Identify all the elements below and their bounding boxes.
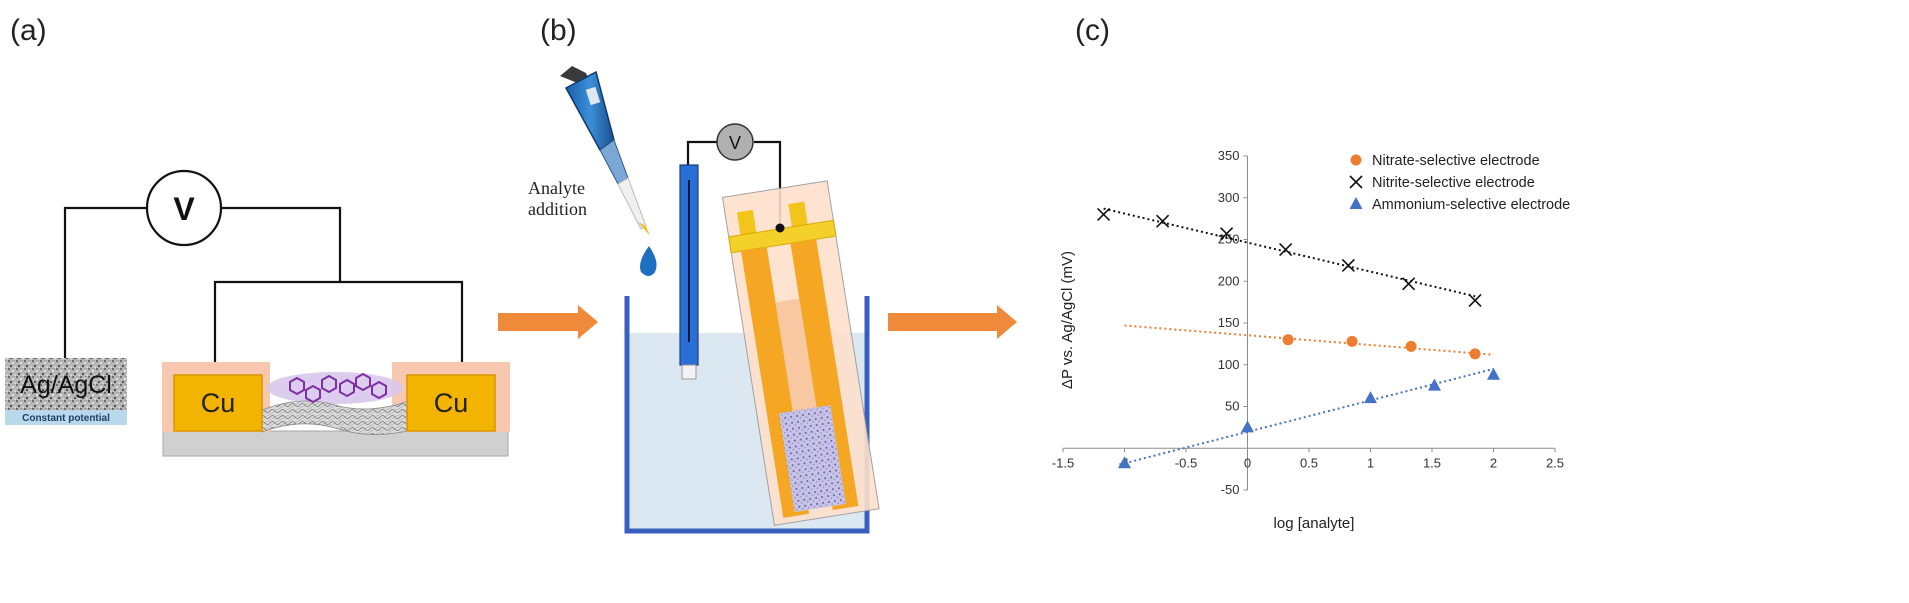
- copper-right-label: Cu: [434, 388, 469, 418]
- ionophore-molecules: [289, 372, 387, 404]
- data-point-triangle: [1364, 391, 1377, 404]
- panel-b-label: (b): [540, 14, 577, 47]
- legend-marker-x: [1349, 175, 1363, 189]
- panel-c: (c) -1.5-1-0.500.511.522.5-5050100150200…: [1052, 14, 1570, 532]
- reference-electrode-rod: [679, 164, 699, 380]
- reference-electrode: Ag/AgCl Constant potential: [5, 358, 127, 425]
- x-tick-label: 0.5: [1300, 455, 1318, 470]
- data-point-x: [1156, 214, 1170, 228]
- y-tick-label: 150: [1218, 315, 1240, 330]
- copper-left-label: Cu: [201, 388, 236, 418]
- arrow-a-to-b: [498, 305, 598, 339]
- drop-icon: [640, 246, 657, 276]
- beaker: [624, 296, 870, 534]
- x-tick-label: 1: [1367, 455, 1374, 470]
- trendline-circle: [1124, 324, 1494, 356]
- wire-b-left: [686, 140, 717, 167]
- data-point-triangle: [1241, 420, 1254, 433]
- data-point-circle: [1469, 348, 1481, 360]
- ref-caption: Constant potential: [22, 413, 110, 424]
- y-axis-title: ΔP vs. Ag/AgCl (mV): [1059, 251, 1076, 389]
- data-point-x: [1341, 258, 1355, 272]
- legend-label: Ammonium-selective electrode: [1372, 197, 1570, 213]
- x-tick-label: 0: [1244, 455, 1251, 470]
- data-point-triangle: [1487, 367, 1500, 380]
- data-point-x: [1468, 293, 1482, 308]
- y-tick-label: 100: [1218, 357, 1240, 372]
- x-tick-label: 2.5: [1546, 455, 1564, 470]
- contact-dot: [775, 223, 785, 233]
- panel-a-label: (a): [10, 14, 47, 47]
- legend-marker-circle: [1350, 154, 1362, 166]
- data-point-x: [1279, 242, 1293, 257]
- ref-caption-strip: [5, 410, 127, 425]
- y-tick-label: 50: [1225, 399, 1239, 414]
- data-point-x: [1402, 277, 1416, 291]
- voltmeter-b-symbol: V: [729, 133, 741, 153]
- y-tick-label: 250: [1218, 232, 1240, 247]
- y-tick-label: 350: [1218, 148, 1240, 163]
- wire-contacts: [213, 280, 464, 362]
- pipette-icon: [560, 66, 650, 236]
- x-tick-label: 2: [1490, 455, 1497, 470]
- panel-a: (a) V Ag/AgCl Constant potential: [5, 14, 510, 457]
- panel-c-label: (c): [1075, 14, 1110, 47]
- panel-b: (b) Analyte addition V: [528, 14, 880, 534]
- ref-electrode-label: Ag/AgCl: [20, 371, 112, 399]
- sensor-strip: [721, 180, 880, 526]
- analyte-label-line1: Analyte: [528, 178, 585, 198]
- substrate: [162, 430, 509, 457]
- arrow-b-to-c: [888, 305, 1017, 339]
- sensor-device: Cu Cu: [162, 362, 510, 457]
- copper-contact-right: [406, 374, 496, 432]
- x-tick-label: 1.5: [1423, 455, 1441, 470]
- voltmeter-a: V: [145, 169, 223, 247]
- x-tick-label: -1.5: [1052, 455, 1074, 470]
- data-point-x: [1097, 207, 1111, 222]
- data-point-triangle: [1118, 456, 1131, 469]
- data-point-circle: [1405, 340, 1417, 352]
- data-point-triangle: [1427, 378, 1441, 391]
- calibration-chart: -1.5-1-0.500.511.522.5-50501001502002503…: [1052, 148, 1570, 532]
- legend-marker-triangle: [1349, 197, 1363, 209]
- analyte-label-line2: addition: [528, 199, 587, 219]
- data-point-circle: [1346, 335, 1358, 347]
- x-axis-title: log [analyte]: [1274, 515, 1355, 532]
- voltmeter-a-circle: [145, 169, 223, 247]
- x-tick-label: -0.5: [1175, 455, 1197, 470]
- wire-ref-to-voltmeter: [63, 206, 147, 358]
- voltmeter-a-symbol: V: [173, 191, 195, 227]
- nanotube-network: [261, 399, 413, 435]
- y-tick-label: 200: [1218, 273, 1240, 288]
- y-tick-label: 300: [1218, 190, 1240, 205]
- copper-contact-left: [173, 374, 263, 432]
- trendline-triangle: [1124, 367, 1494, 465]
- voltmeter-b: V: [716, 123, 754, 161]
- data-point-x: [1220, 227, 1234, 241]
- wire-voltmeter-to-junction: [221, 206, 342, 282]
- legend-label: Nitrite-selective electrode: [1372, 175, 1535, 191]
- data-point-circle: [1282, 334, 1294, 346]
- y-tick-label: -50: [1221, 482, 1240, 497]
- ref-electrode-body: [5, 358, 127, 410]
- legend-label: Nitrate-selective electrode: [1372, 153, 1540, 169]
